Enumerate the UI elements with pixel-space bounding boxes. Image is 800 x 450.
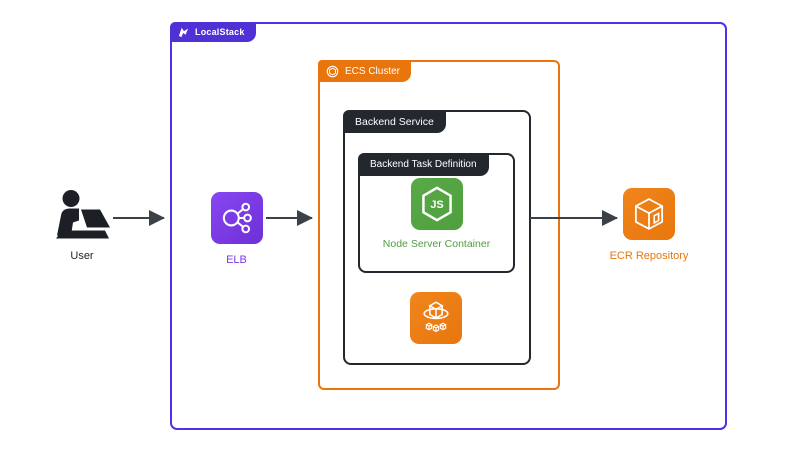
localstack-container-box: LocalStack ECS Cluster Backend Service — [170, 22, 727, 430]
elb-label: ELB — [226, 254, 247, 266]
localstack-logo-icon — [178, 27, 189, 37]
ecs-cluster-tag: ECS Cluster — [318, 60, 412, 82]
ecr-icon — [623, 188, 675, 240]
user-at-laptop-icon — [56, 190, 110, 239]
backend-service-box: Backend Service Backend Task Definition … — [343, 110, 531, 365]
backend-task-definition-label: Backend Task Definition — [370, 159, 477, 170]
load-balancer-icon — [222, 202, 252, 234]
svg-text:JS: JS — [430, 199, 443, 211]
ecr-repository-label: ECR Repository — [609, 250, 689, 262]
backend-service-label: Backend Service — [355, 115, 434, 128]
ecs-service-icon — [410, 292, 462, 344]
backend-task-definition-tag: Backend Task Definition — [358, 153, 489, 176]
localstack-label: LocalStack — [195, 27, 245, 37]
nodejs-icon: JS — [410, 178, 463, 230]
user-node: User — [48, 189, 116, 262]
ecr-repository-node: ECR Repository — [608, 188, 690, 262]
elb-icon — [210, 192, 263, 244]
node-server-container-label: Node Server Container — [382, 238, 491, 250]
localstack-tag: LocalStack — [170, 22, 256, 42]
ecr-cube-icon — [634, 198, 664, 230]
backend-task-definition-box: Backend Task Definition JS Node Server C… — [358, 153, 515, 273]
user-label: User — [70, 250, 94, 262]
nodejs-hexagon-icon: JS — [421, 186, 452, 222]
elb-node: ELB — [210, 192, 263, 266]
ecs-cluster-icon — [326, 65, 339, 77]
ecs-cluster-box: ECS Cluster Backend Service Backend Task… — [318, 60, 560, 390]
ecs-service-cube-icon — [423, 301, 449, 333]
ecs-cluster-label: ECS Cluster — [345, 65, 401, 77]
backend-service-tag: Backend Service — [343, 110, 446, 133]
